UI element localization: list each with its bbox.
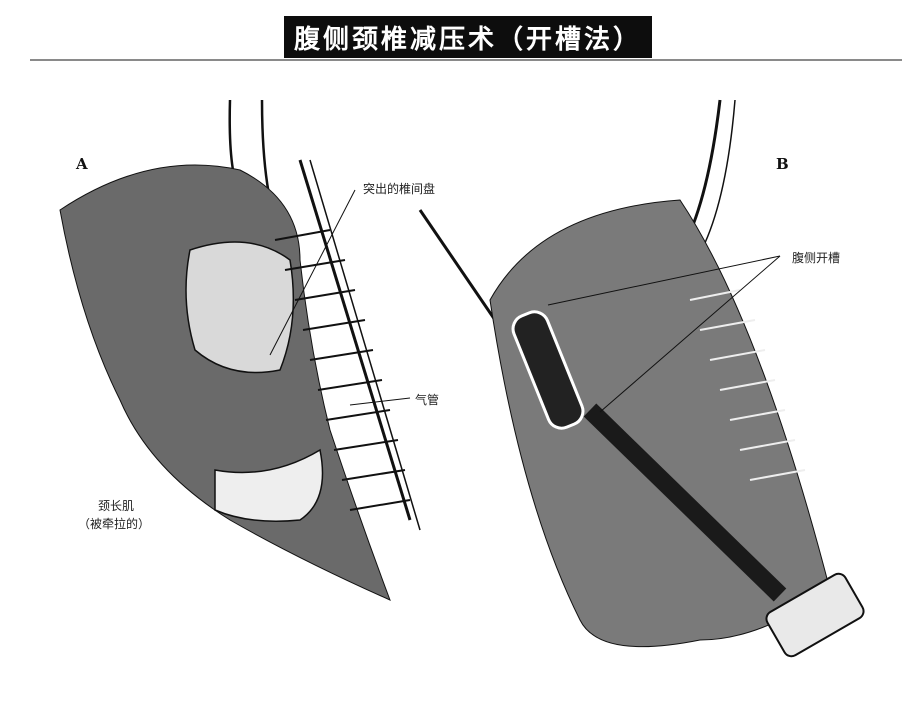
label-longus-retracted: （被牵拉的） — [78, 517, 151, 531]
panel-b-letter: B — [776, 155, 789, 173]
page-title: 腹侧颈椎减压术（开槽法） — [284, 16, 652, 58]
panel-b-drawing — [418, 99, 865, 658]
label-herniated-disc: 突出的椎间盘 — [363, 182, 436, 196]
label-longus-colli: 颈长肌 — [98, 499, 135, 513]
panel-a-drawing — [59, 99, 421, 601]
panel-a-letter: A — [76, 155, 88, 173]
label-ventral-slot: 腹侧开槽 — [792, 251, 841, 265]
label-trachea: 气管 — [415, 393, 440, 407]
title-rule — [30, 59, 902, 61]
